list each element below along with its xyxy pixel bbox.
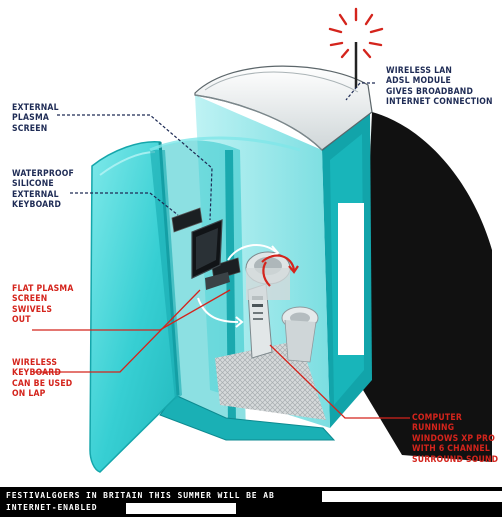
label-wireless-keyboard: WIRELESS KEYBOARD CAN BE USED ON LAP (12, 358, 73, 400)
external-keyboard (171, 207, 203, 233)
base (159, 394, 336, 441)
label-external-plasma-screen: EXTERNAL PLASMA SCREEN (12, 103, 59, 134)
signal-rays (328, 7, 384, 59)
leader-lines-red (32, 289, 410, 419)
label-waterproof-keyboard: WATERPROOF SILICONE EXTERNAL KEYBOARD (12, 169, 75, 211)
caption-mask (126, 503, 236, 514)
label-computer: COMPUTER RUNNING WINDOWS XP PRO WITH 6 C… (412, 413, 499, 465)
redaction-mask (338, 203, 364, 355)
leader-lines-dark (57, 82, 375, 221)
rotation-arrows (261, 254, 299, 287)
label-flat-plasma-screen: FLAT PLASMA SCREEN SWIVELS OUT (12, 284, 74, 326)
label-wireless-lan: WIRELESS LAN ADSL MODULE GIVES BROADBAND… (386, 66, 493, 108)
cast-shadow (360, 112, 492, 462)
caption-line-1: FESTIVALGOERS IN BRITAIN THIS SUMMER WIL… (6, 491, 275, 500)
caption-mask (322, 491, 502, 502)
caption-line-2: INTERNET-ENABLED (6, 503, 98, 512)
swivel-arrows (197, 244, 280, 328)
